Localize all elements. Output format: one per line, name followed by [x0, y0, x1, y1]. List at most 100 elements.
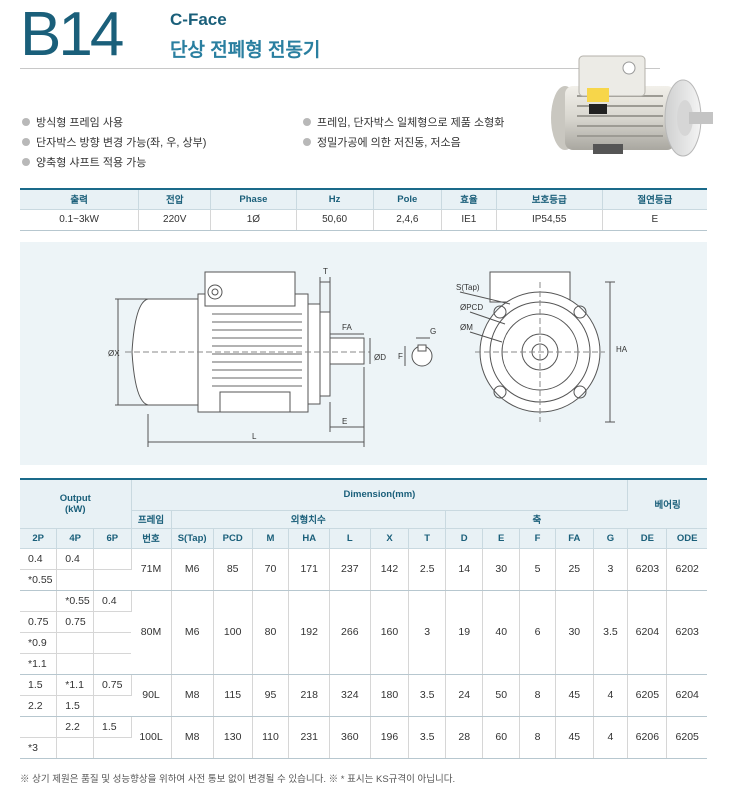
table-row: *1.1 — [20, 653, 707, 675]
col-header: HA — [288, 528, 331, 549]
output-cell: *0.55 — [56, 590, 95, 612]
dimension-cell: 28 — [445, 716, 484, 759]
output-cell: 0.4 — [20, 548, 58, 570]
bullet-icon — [22, 118, 30, 127]
output-cell: 0.75 — [20, 611, 58, 633]
dimension-cell: 3.5 — [408, 716, 447, 759]
dimension-cell: 30 — [555, 590, 594, 675]
model-title: B14 — [20, 0, 124, 69]
bullet-icon — [22, 138, 30, 147]
dimension-cell: 3.5 — [408, 674, 447, 717]
col-header: L — [329, 528, 371, 549]
output-cell — [93, 569, 132, 591]
bullet-icon — [303, 138, 311, 147]
output-cell: *1.1 — [20, 653, 58, 675]
dimension-cell: M6 — [171, 548, 214, 591]
dim-header-row-3: 2P 4P 6P 번호 S(Tap) PCD M HA L X T D E F … — [20, 528, 707, 549]
output-cell: *0.55 — [20, 569, 58, 591]
dimension-cell: 95 — [252, 674, 290, 717]
dimension-cell: 171 — [288, 548, 331, 591]
col-header: ODE — [666, 528, 707, 549]
output-cell — [20, 716, 58, 738]
col-header: G — [593, 528, 629, 549]
dimension-cell: 50 — [482, 674, 520, 717]
drawing-svg: T FA G F ØD ØX E L S(Tap) ØPCD ØM HA — [108, 267, 628, 447]
feature-item: 방식형 프레임 사용 — [22, 114, 123, 130]
dimension-cell: 237 — [329, 548, 371, 591]
dimension-cell: 130 — [213, 716, 253, 759]
output-cell: 1.5 — [93, 716, 132, 738]
dimension-cell: 30 — [482, 548, 520, 591]
spec-cell: 2,4,6 — [373, 209, 443, 231]
label-f: F — [398, 352, 403, 361]
dimension-cell: 6202 — [666, 548, 707, 591]
table-row: *0.55 — [20, 569, 707, 591]
pole-header: 2P — [20, 528, 58, 549]
label-fa: FA — [342, 323, 352, 332]
subtitle-kr: 단상 전폐형 전동기 — [170, 40, 321, 61]
dimension-cell: 6205 — [627, 674, 668, 717]
pole-header: 6P — [93, 528, 132, 549]
col-header: E — [482, 528, 520, 549]
frame-no-header: 번호 — [131, 528, 172, 549]
dimension-cell: 6206 — [627, 716, 668, 759]
label-ha: HA — [616, 345, 628, 354]
dimension-cell: 6204 — [666, 674, 707, 717]
technical-drawing: T FA G F ØD ØX E L S(Tap) ØPCD ØM HA — [20, 242, 707, 465]
output-cell: 1.5 — [20, 674, 58, 696]
dimension-cell: 5 — [519, 548, 557, 591]
spec-cell: IE1 — [441, 209, 497, 231]
spec-header: 효율 — [441, 189, 497, 210]
spec-header: 출력 — [20, 189, 140, 210]
dimension-cell: 100 — [213, 590, 253, 675]
col-header: M — [252, 528, 290, 549]
header: B14 C-Face 단상 전폐형 전동기 — [0, 0, 729, 80]
spec-header: Phase — [210, 189, 297, 210]
frame-cell: 71M — [131, 548, 172, 591]
output-cell: 2.2 — [56, 716, 95, 738]
dimension-cell: 8 — [519, 716, 557, 759]
dimension-cell: 6205 — [666, 716, 707, 759]
dimension-cell: 231 — [288, 716, 331, 759]
dimension-table: Output (kW) Dimension(mm) 베어링 프레임 외형치수 축… — [20, 478, 707, 759]
table-row: *3 — [20, 737, 707, 759]
shaft-header: 축 — [445, 510, 628, 529]
dimension-cell: 218 — [288, 674, 331, 717]
col-header: PCD — [213, 528, 253, 549]
bearing-header: 베어링 — [627, 479, 707, 529]
output-cell — [56, 653, 95, 675]
dimension-cell: 8 — [519, 674, 557, 717]
col-header: F — [519, 528, 557, 549]
dimension-cell: 24 — [445, 674, 484, 717]
spec-header: 보호등급 — [496, 189, 603, 210]
dimension-cell: 142 — [370, 548, 410, 591]
col-header: DE — [627, 528, 668, 549]
dimension-cell: 192 — [288, 590, 331, 675]
dimension-cell: 110 — [252, 716, 290, 759]
dimension-cell: 80 — [252, 590, 290, 675]
output-cell: *3 — [20, 737, 58, 759]
col-header: X — [370, 528, 410, 549]
dimension-cell: 360 — [329, 716, 371, 759]
outer-dim-header: 외형치수 — [171, 510, 447, 529]
output-cell: 0.4 — [56, 548, 95, 570]
dimension-cell: 45 — [555, 716, 594, 759]
output-cell — [56, 737, 95, 759]
output-cell — [93, 611, 132, 633]
output-cell: 0.75 — [93, 674, 132, 696]
dimension-cell: 3.5 — [593, 590, 629, 675]
subtitle-en: C-Face — [170, 10, 227, 29]
dim-header-row-2: 프레임 외형치수 축 — [20, 510, 707, 529]
spec-value-row: 0.1~3kW 220V 1Ø 50,60 2,4,6 IE1 IP54,55 … — [20, 209, 707, 231]
output-cell — [93, 548, 132, 570]
label-m: ØM — [460, 323, 473, 332]
output-cell: *1.1 — [56, 674, 95, 696]
dimension-cell: 266 — [329, 590, 371, 675]
output-cell: 2.2 — [20, 695, 58, 717]
feature-item: 정밀가공에 의한 저진동, 저소음 — [303, 134, 461, 150]
